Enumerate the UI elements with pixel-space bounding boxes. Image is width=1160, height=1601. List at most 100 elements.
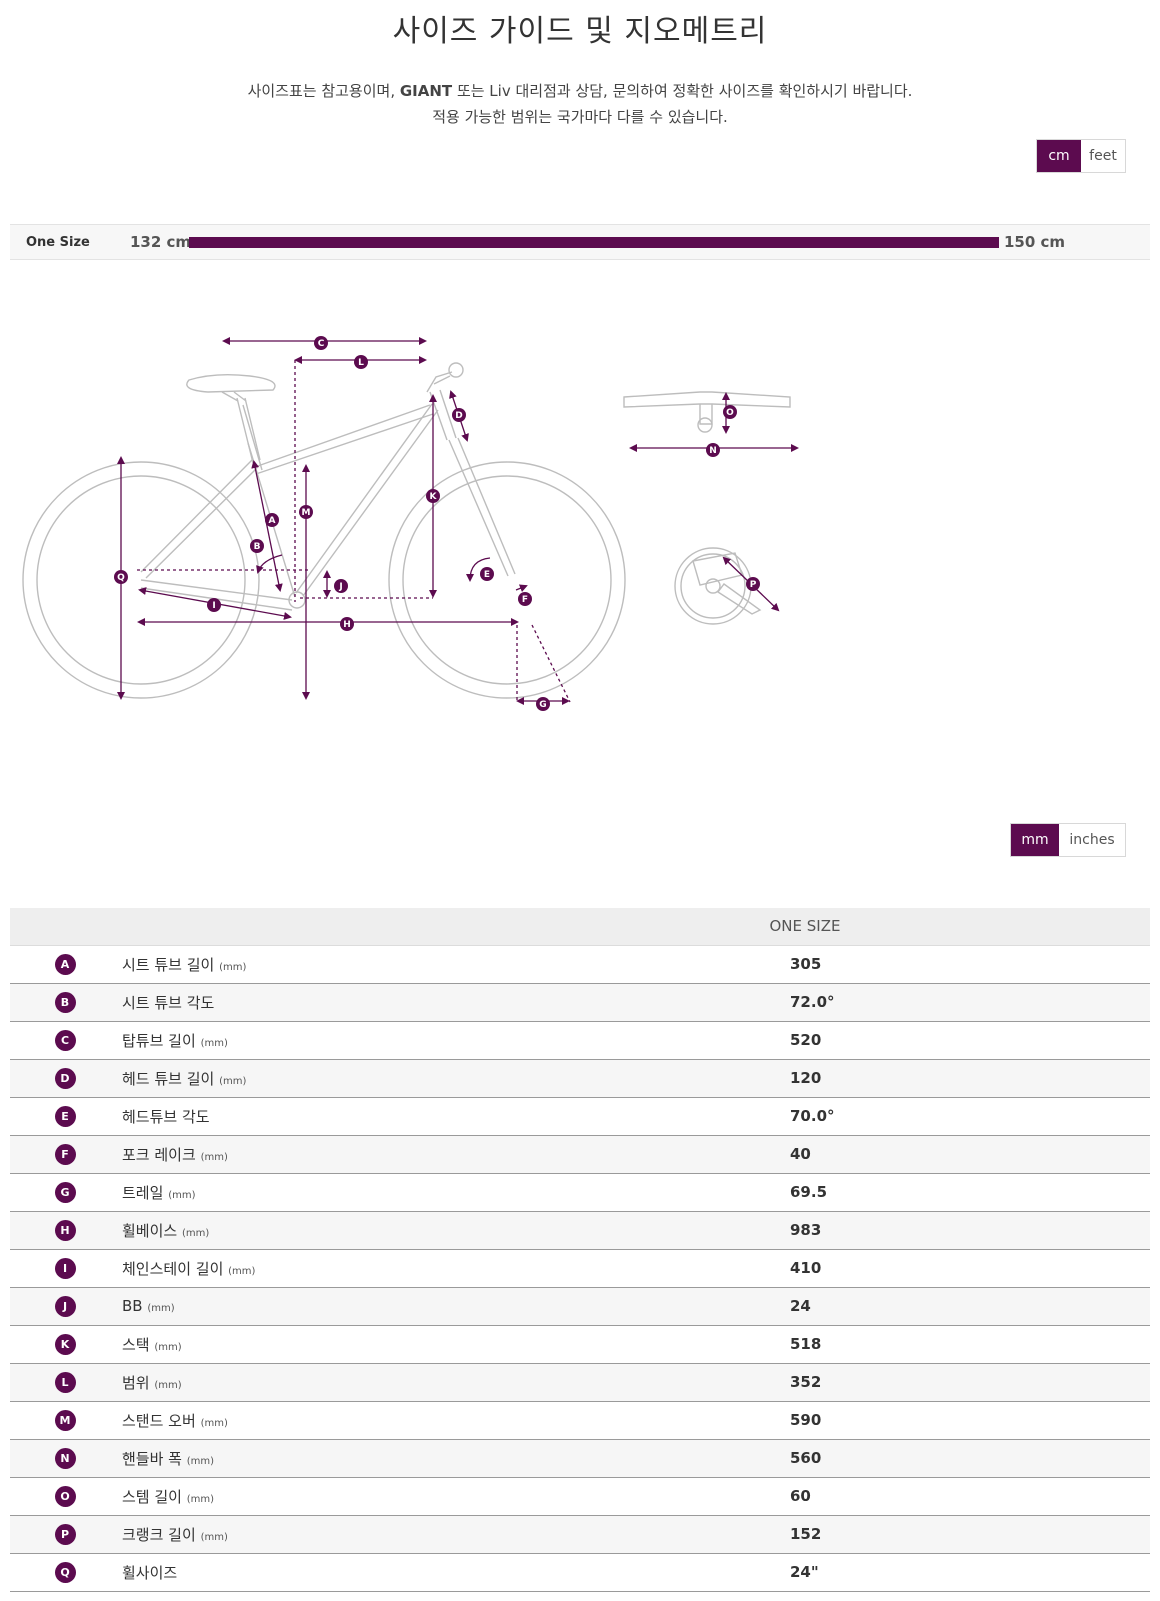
dimension-unit: (mm) xyxy=(154,1341,182,1353)
dimension-letter-badge: G xyxy=(54,1181,76,1203)
marker-l: L xyxy=(354,355,368,369)
header-name xyxy=(120,908,460,946)
row-letter-cell: Q xyxy=(10,1553,120,1592)
dimension-markers: C L D K M A B Q J I H E F G O N P xyxy=(114,336,760,711)
size-max-height: 150 cm xyxy=(1004,233,1066,251)
dimension-value: 60 xyxy=(460,1477,1150,1516)
row-name-cell: 탑튜브 길이 (mm) xyxy=(120,1021,460,1060)
dimension-name: 휠베이스 xyxy=(122,1221,178,1240)
svg-text:L: L xyxy=(358,358,364,368)
row-name-cell: 스템 길이 (mm) xyxy=(120,1477,460,1516)
dimension-name: 범위 xyxy=(122,1373,150,1392)
dimension-name: BB xyxy=(122,1297,143,1315)
dimension-unit: (mm) xyxy=(200,1037,228,1049)
row-letter-cell: B xyxy=(10,983,120,1022)
row-letter-cell: K xyxy=(10,1325,120,1364)
size-label: One Size xyxy=(26,235,90,250)
dimension-name: 크랭크 길이 xyxy=(122,1525,196,1544)
dimension-value: 410 xyxy=(460,1249,1150,1288)
row-letter-cell: H xyxy=(10,1211,120,1250)
marker-q: Q xyxy=(114,570,128,584)
row-name-cell: 트레일 (mm) xyxy=(120,1173,460,1212)
dimension-value: 40 xyxy=(460,1135,1150,1174)
dimension-letter-badge: C xyxy=(54,1029,76,1051)
dimension-name: 스탠드 오버 xyxy=(122,1411,196,1430)
row-letter-cell: C xyxy=(10,1021,120,1060)
dimension-value: 305 xyxy=(460,945,1150,984)
marker-o: O xyxy=(723,405,737,419)
marker-c: C xyxy=(314,336,328,350)
dimension-value: 520 xyxy=(460,1021,1150,1060)
row-letter-cell: G xyxy=(10,1173,120,1212)
intro-line-1: 사이즈표는 참고용이며, GIANT 또는 Liv 대리점과 상담, 문의하여 … xyxy=(247,82,913,100)
marker-b: B xyxy=(250,539,264,553)
marker-g: G xyxy=(536,697,550,711)
row-letter-cell: A xyxy=(10,945,120,984)
dimension-name: 스템 길이 xyxy=(122,1487,182,1506)
marker-f: F xyxy=(518,592,532,606)
svg-text:I: I xyxy=(212,601,215,611)
row-name-cell: 포크 레이크 (mm) xyxy=(120,1135,460,1174)
intro-line-2: 적용 가능한 범위는 국가마다 다를 수 있습니다. xyxy=(432,108,728,126)
dimension-unit: (mm) xyxy=(219,961,247,973)
svg-text:F: F xyxy=(522,595,528,605)
svg-text:K: K xyxy=(430,492,438,502)
marker-k: K xyxy=(426,489,440,503)
unit-feet-button[interactable]: feet xyxy=(1081,140,1125,172)
header-letter xyxy=(10,908,120,946)
svg-text:N: N xyxy=(709,446,717,456)
row-name-cell: 스택 (mm) xyxy=(120,1325,460,1364)
dimension-unit: (mm) xyxy=(228,1265,256,1277)
row-letter-cell: O xyxy=(10,1477,120,1516)
marker-a: A xyxy=(265,513,279,527)
unit-inches-button[interactable]: inches xyxy=(1059,824,1125,856)
size-range-row: One Size 132 cm 150 cm xyxy=(10,224,1150,260)
dimension-letter-badge: E xyxy=(54,1105,76,1127)
row-name-cell: 휠사이즈 xyxy=(120,1553,460,1592)
size-min-height: 132 cm xyxy=(130,233,192,251)
dimension-name: 스택 xyxy=(122,1335,150,1354)
dimension-value: 24" xyxy=(460,1553,1150,1592)
dimension-letter-badge: M xyxy=(54,1409,76,1431)
dimension-name: 트레일 xyxy=(122,1183,164,1202)
size-range-bar xyxy=(189,237,999,248)
row-name-cell: 헤드튜브 각도 xyxy=(120,1097,460,1136)
marker-j: J xyxy=(334,579,348,593)
dimension-letter-badge: K xyxy=(54,1333,76,1355)
svg-text:B: B xyxy=(254,542,261,552)
dimension-letter-badge: I xyxy=(54,1257,76,1279)
marker-e: E xyxy=(480,567,494,581)
dimension-unit: (mm) xyxy=(186,1455,215,1467)
dimension-value: 120 xyxy=(460,1059,1150,1098)
svg-text:A: A xyxy=(269,516,276,526)
dimension-unit: (mm) xyxy=(186,1493,215,1505)
geometry-diagram: C L D K M A B Q J I H E F G O N P xyxy=(22,336,799,711)
dimension-letter-badge: N xyxy=(54,1447,76,1469)
row-name-cell: 크랭크 길이 (mm) xyxy=(120,1515,460,1554)
dimension-name: 헤드 튜브 길이 xyxy=(122,1069,215,1088)
dimension-name: 핸들바 폭 xyxy=(122,1449,182,1468)
unit-mm-button[interactable]: mm xyxy=(1011,824,1059,856)
svg-text:Q: Q xyxy=(117,573,125,583)
dimension-letter-badge: L xyxy=(54,1371,76,1393)
dimension-value: 152 xyxy=(460,1515,1150,1554)
dimension-unit: (mm) xyxy=(181,1227,210,1239)
row-letter-cell: D xyxy=(10,1059,120,1098)
dimension-name: 헤드튜브 각도 xyxy=(122,1107,210,1126)
dimension-letter-badge: Q xyxy=(54,1561,76,1583)
row-name-cell: 시트 튜브 각도 xyxy=(120,983,460,1022)
marker-d: D xyxy=(452,408,466,422)
marker-p: P xyxy=(746,577,760,591)
dimension-name: 탑튜브 길이 xyxy=(122,1031,196,1050)
dimension-value: 70.0° xyxy=(460,1097,1150,1136)
unit-cm-button[interactable]: cm xyxy=(1037,140,1081,172)
